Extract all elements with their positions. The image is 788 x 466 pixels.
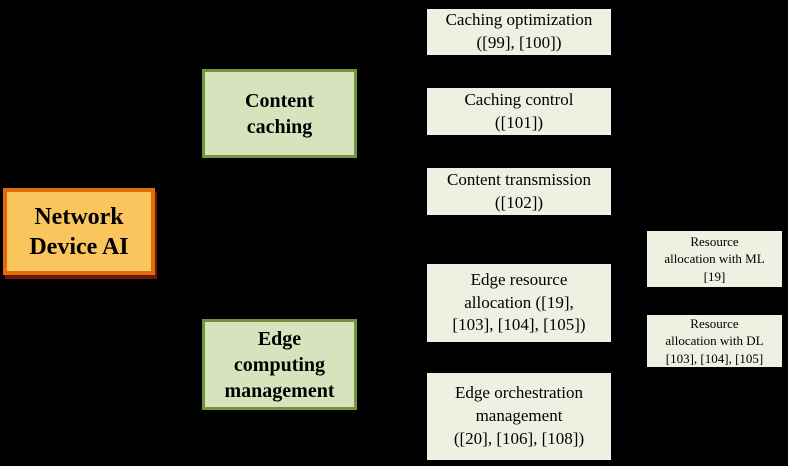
topic-node-edge-orchestration-management: Edge orchestration management ([20], [10… bbox=[426, 372, 612, 461]
category-node-content-caching: Content caching bbox=[202, 69, 357, 158]
topic-node-caching-optimization: Caching optimization ([99], [100]) bbox=[426, 8, 612, 56]
topic-node-edge-resource-allocation: Edge resource allocation ([19], [103], [… bbox=[426, 263, 612, 343]
subtopic-node-resource-allocation-ml: Resource allocation with ML [19] bbox=[646, 230, 783, 288]
topic-node-content-transmission: Content transmission ([102]) bbox=[426, 167, 612, 216]
root-node-network-device-ai: Network Device AI bbox=[3, 188, 155, 275]
category-node-edge-computing-management: Edge computing management bbox=[202, 319, 357, 410]
subtopic-node-resource-allocation-dl: Resource allocation with DL [103], [104]… bbox=[646, 314, 783, 368]
topic-node-caching-control: Caching control ([101]) bbox=[426, 87, 612, 136]
